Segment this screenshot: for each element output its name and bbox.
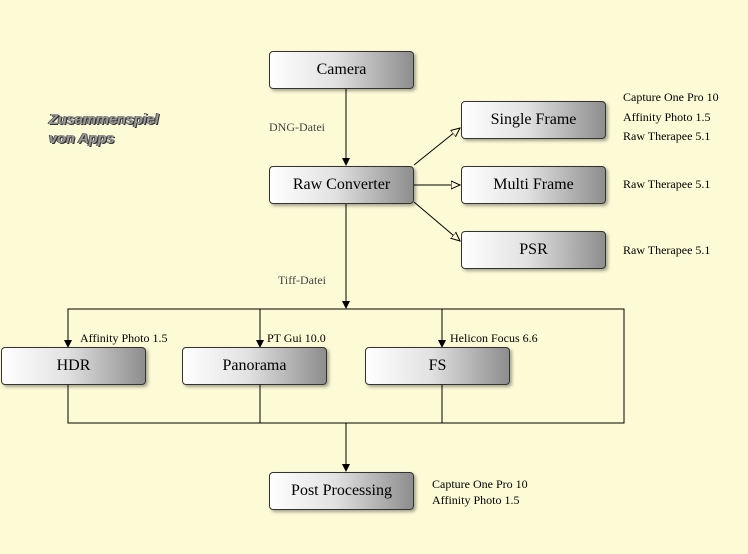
single-frame-app-2: Affinity Photo 1.5	[623, 109, 711, 124]
psr-apps: Raw Therapee 5.1	[623, 241, 710, 261]
multi-frame-app-1: Raw Therapee 5.1	[623, 177, 711, 191]
post-processing-node[interactable]: Post Processing	[269, 472, 414, 510]
single-frame-node[interactable]: Single Frame	[461, 101, 606, 139]
fs-app-label: Helicon Focus 6.6	[450, 331, 538, 345]
hdr-node[interactable]: HDR	[1, 347, 146, 385]
panorama-node-label: Panorama	[222, 357, 287, 374]
psr-app-1: Raw Therapee 5.1	[623, 243, 711, 257]
psr-node[interactable]: PSR	[461, 231, 606, 269]
edge-raw-to-single	[413, 128, 460, 166]
single-frame-app-1: Capture One Pro 10	[623, 90, 719, 104]
single-frame-node-label: Single Frame	[490, 111, 577, 128]
multi-frame-apps: Raw Therapee 5.1	[623, 175, 710, 195]
distribution-frame	[67, 308, 625, 424]
raw-converter-node[interactable]: Raw Converter	[269, 166, 414, 204]
post-processing-app-2: Affinity Photo 1.5	[432, 493, 520, 507]
title-line-2: von Apps	[49, 130, 115, 147]
dng-file-label: DNG-Datei	[269, 120, 325, 134]
fs-node-label: FS	[428, 357, 447, 374]
post-processing-node-label: Post Processing	[291, 482, 392, 499]
multi-frame-node[interactable]: Multi Frame	[461, 166, 606, 204]
edge-raw-to-psr	[413, 201, 460, 241]
fs-node[interactable]: FS	[365, 347, 510, 385]
camera-node-label: Camera	[316, 61, 367, 78]
psr-node-label: PSR	[519, 241, 548, 258]
single-frame-apps: Capture One Pro 10 Affinity Photo 1.5 Ra…	[623, 88, 719, 147]
raw-converter-node-label: Raw Converter	[292, 176, 391, 193]
single-frame-app-3: Raw Therapee 5.1	[623, 129, 711, 143]
post-processing-apps: Capture One Pro 10 Affinity Photo 1.5	[432, 476, 528, 508]
title-line-1: Zusammenspiel	[49, 111, 159, 128]
panorama-app-label: PT Gui 10.0	[267, 331, 326, 345]
camera-node[interactable]: Camera	[269, 51, 414, 89]
multi-frame-node-label: Multi Frame	[493, 176, 574, 193]
diagram-title: Zusammenspiel von Apps	[49, 110, 159, 148]
tiff-file-label: Tiff-Datei	[278, 273, 326, 287]
panorama-node[interactable]: Panorama	[182, 347, 327, 385]
post-processing-app-1: Capture One Pro 10	[432, 477, 528, 491]
hdr-node-label: HDR	[56, 357, 91, 374]
hdr-app-label: Affinity Photo 1.5	[80, 331, 168, 345]
